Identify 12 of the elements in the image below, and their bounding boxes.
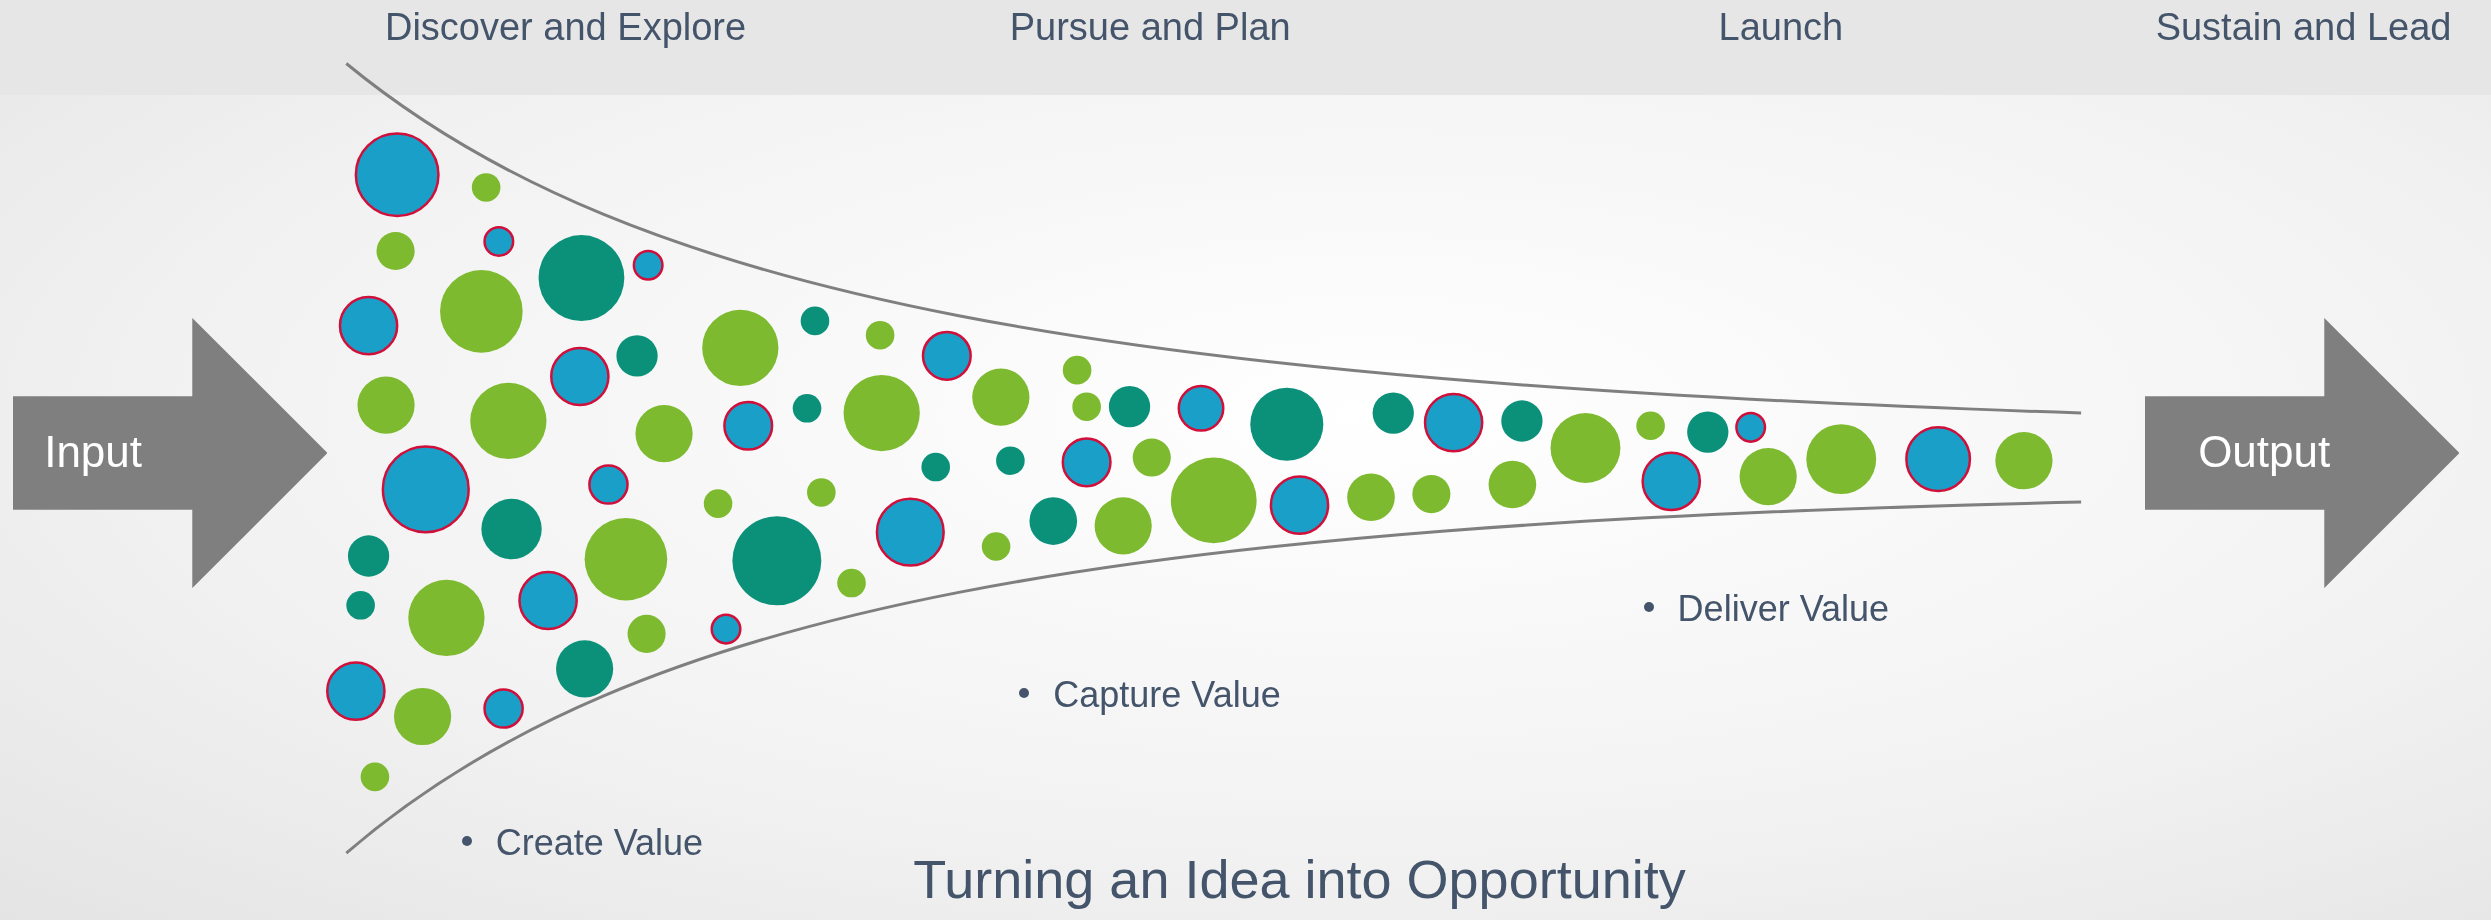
arrow-label: Input [44, 426, 143, 477]
bullet-text: Deliver Value [1677, 588, 1890, 631]
phase-heading: Sustain and Lead [2155, 5, 2452, 49]
caption-text: Turning an Idea into Opportunity [913, 848, 1686, 910]
phase-heading: Launch [1718, 5, 1844, 49]
phase-heading: Discover and Explore [384, 5, 747, 49]
phase-heading: Pursue and Plan [1009, 5, 1291, 49]
arrow-label: Output [2198, 426, 2331, 477]
block-arrow [2144, 317, 2460, 588]
block-arrow [12, 317, 328, 588]
bullet-text: Capture Value [1053, 674, 1281, 717]
bullet-text: Create Value [495, 821, 704, 864]
